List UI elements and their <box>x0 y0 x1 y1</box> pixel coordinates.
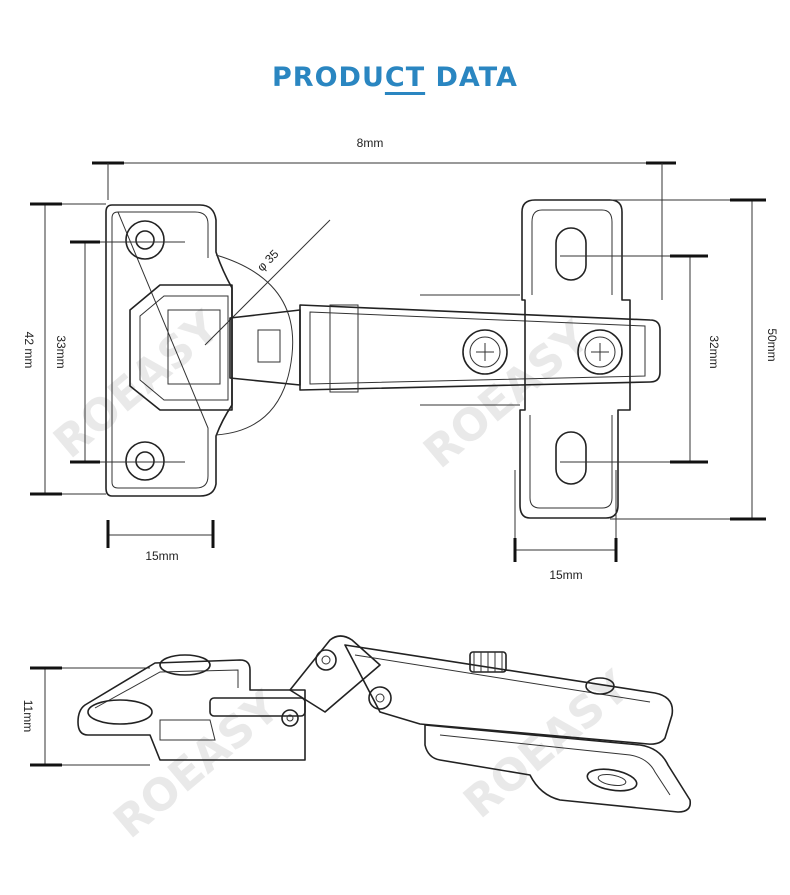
left-height-label: 42 mm <box>22 332 36 369</box>
hinge-arm <box>299 304 661 391</box>
page-title: PRODUCT DATA <box>0 62 790 93</box>
cup-body <box>129 284 233 411</box>
diameter-leader <box>204 219 331 346</box>
left-width-label: 15mm <box>145 549 178 563</box>
left-top-hole <box>125 220 165 260</box>
right-plate <box>519 199 631 519</box>
left-spacing-label: 33mm <box>54 335 68 368</box>
adjust-screw <box>462 329 508 375</box>
side-mount-plate <box>424 724 692 813</box>
top-view: 8mm φ 35 42 mm 33mm 15mm <box>22 136 779 582</box>
watermark-2: ROEASY <box>414 311 600 479</box>
right-width-label: 15mm <box>549 568 582 582</box>
side-view: 11mm <box>21 635 692 813</box>
diameter-label: φ 35 <box>254 247 281 274</box>
arm-link <box>229 309 301 386</box>
side-cup-hole <box>87 699 153 725</box>
side-knuckle <box>289 635 381 713</box>
right-top-slot <box>555 227 587 281</box>
depth-screw <box>577 329 623 375</box>
side-arm <box>344 644 674 745</box>
right-height-label: 50mm <box>765 328 779 361</box>
side-link-plate <box>209 697 306 717</box>
side-cup <box>77 659 306 761</box>
depth-label: 11mm <box>21 700 35 732</box>
title-part-1: PRODU <box>272 62 385 93</box>
right-bottom-slot <box>555 431 587 485</box>
left-bottom-hole <box>125 441 165 481</box>
width-label: 8mm <box>357 136 384 150</box>
left-plate <box>105 204 233 497</box>
right-spacing-label: 32mm <box>707 335 721 368</box>
title-part-2: CT <box>384 62 426 93</box>
title-part-3: DATA <box>425 62 518 93</box>
